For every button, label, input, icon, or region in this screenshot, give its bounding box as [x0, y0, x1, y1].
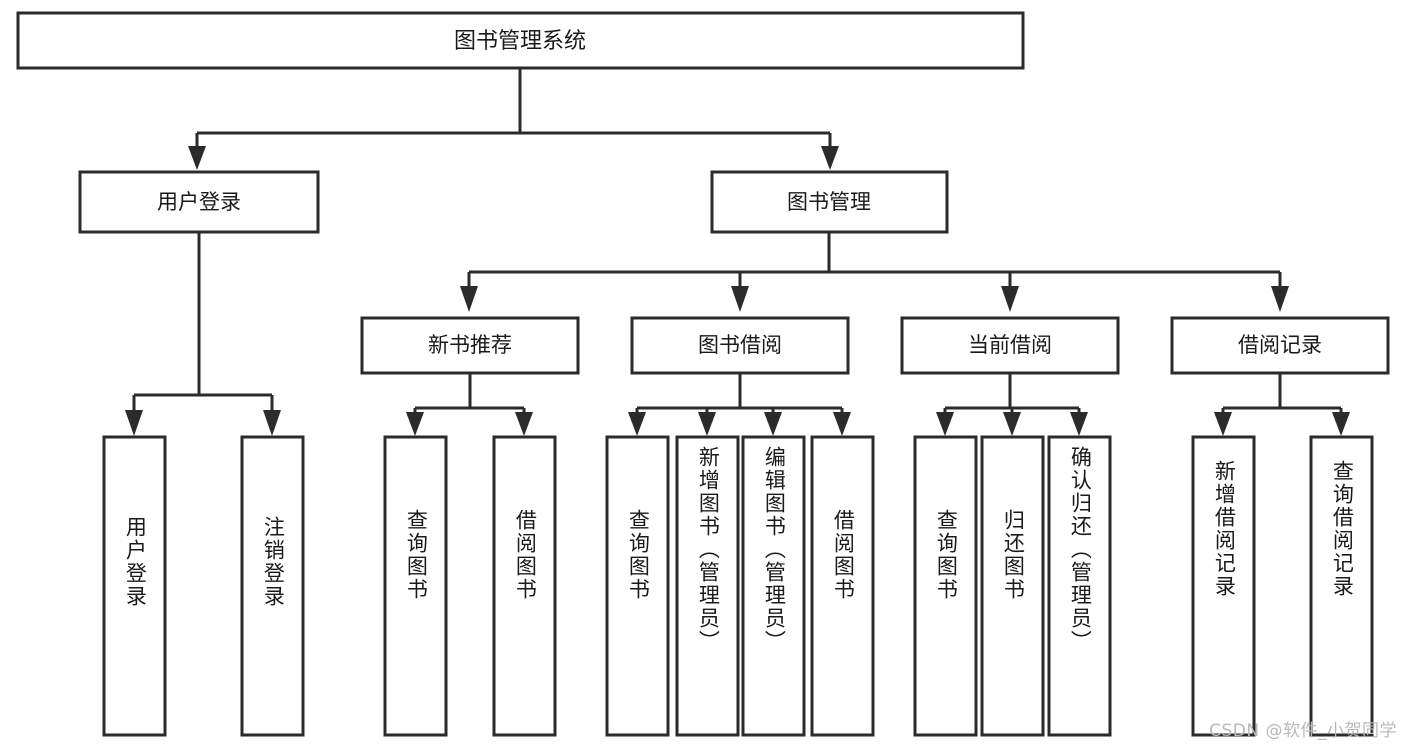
- leaf-box-confirm-return[interactable]: [1047, 435, 1112, 737]
- node-book-borrow-label: 图书借阅: [698, 333, 782, 357]
- arrow-head-icon: [1271, 286, 1289, 312]
- connector-user-login-leaves: [125, 232, 281, 436]
- node-borrow-record-label: 借阅记录: [1238, 333, 1322, 357]
- arrow-head-icon: [936, 412, 954, 436]
- leaf-box-return-book[interactable]: [980, 435, 1045, 737]
- arrow-head-icon: [1332, 412, 1350, 436]
- arrow-head-icon: [1214, 412, 1232, 436]
- node-new-book-recommend-label: 新书推荐: [428, 333, 512, 357]
- node-user-login[interactable]: 用户登录: [78, 170, 320, 234]
- leaf-box-user-login[interactable]: [102, 435, 167, 737]
- leaf-box-borrow-book-2[interactable]: [810, 435, 875, 737]
- arrow-head-icon: [833, 412, 851, 436]
- node-current-borrow-label: 当前借阅: [968, 333, 1052, 357]
- node-borrow-record[interactable]: 借阅记录: [1170, 316, 1390, 375]
- leaf-box-edit-book[interactable]: [741, 435, 806, 737]
- node-root-label: 图书管理系统: [454, 29, 586, 54]
- connector-current-borrow-leaves: [936, 373, 1088, 436]
- arrow-head-icon: [188, 146, 206, 170]
- connector-book-borrow-leaves: [628, 373, 851, 436]
- leaf-box-logout[interactable]: [240, 435, 305, 737]
- arrow-head-icon: [698, 412, 716, 436]
- node-book-management-label: 图书管理: [787, 190, 871, 214]
- arrow-head-icon: [628, 412, 646, 436]
- leaf-box-query-book-3[interactable]: [913, 435, 978, 737]
- node-book-management[interactable]: 图书管理: [710, 170, 949, 234]
- leaf-box-query-record[interactable]: [1309, 435, 1374, 737]
- connector-book-management-bus: [460, 232, 1289, 312]
- leaf-box-query-book-1[interactable]: [383, 435, 448, 737]
- arrow-head-icon: [515, 412, 533, 436]
- watermark-text: CSDN @软件_小贺同学: [1209, 721, 1397, 741]
- connector-new-book-recommend-leaves: [406, 373, 533, 436]
- leaf-box-query-book-2[interactable]: [605, 435, 670, 737]
- arrow-head-icon: [1003, 412, 1021, 436]
- node-book-borrow[interactable]: 图书借阅: [630, 316, 850, 375]
- arrow-head-icon: [764, 412, 782, 436]
- leaf-box-add-book[interactable]: [675, 435, 740, 737]
- arrow-head-icon: [125, 410, 143, 436]
- leaf-box-borrow-book-1[interactable]: [492, 435, 557, 737]
- arrow-head-icon: [1001, 286, 1019, 312]
- connector-borrow-record-leaves: [1214, 373, 1350, 436]
- arrow-head-icon: [406, 412, 424, 436]
- arrow-head-icon: [263, 410, 281, 436]
- arrow-head-icon: [460, 286, 478, 312]
- connector-root-bus: [188, 68, 839, 170]
- arrow-head-icon: [731, 286, 749, 312]
- node-user-login-label: 用户登录: [157, 190, 241, 214]
- arrow-head-icon: [1070, 412, 1088, 436]
- leaf-box-add-record[interactable]: [1191, 435, 1256, 737]
- node-current-borrow[interactable]: 当前借阅: [900, 316, 1120, 375]
- node-root[interactable]: 图书管理系统: [16, 11, 1025, 70]
- node-new-book-recommend[interactable]: 新书推荐: [360, 316, 580, 375]
- arrow-head-icon: [821, 146, 839, 170]
